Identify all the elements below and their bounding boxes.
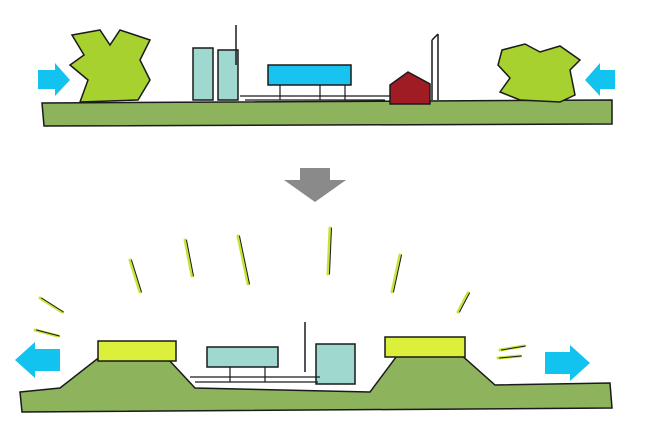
light-ray — [236, 234, 250, 286]
light-rays — [33, 226, 526, 360]
building-teal-low — [206, 346, 279, 368]
pipework — [240, 85, 390, 101]
before-section — [38, 25, 615, 127]
light-ray — [131, 259, 142, 293]
light-ray — [390, 253, 402, 294]
wind-arrow-top-left — [38, 63, 70, 96]
light-ray — [36, 329, 60, 337]
building-teal-right — [217, 49, 239, 101]
light-ray — [459, 292, 470, 313]
light-ray — [499, 355, 522, 359]
berm-box-left — [97, 340, 177, 362]
building-teal-left — [192, 47, 214, 101]
light-ray — [38, 296, 64, 314]
building-blue — [267, 64, 352, 86]
wind-arrow-bottom-right — [545, 345, 590, 381]
light-ray — [41, 297, 64, 313]
ground-strip-top — [41, 99, 613, 127]
light-ray — [183, 238, 194, 278]
tree-right — [497, 43, 582, 103]
chimney — [431, 33, 439, 100]
wind-arrow-top-right — [585, 63, 615, 96]
berm-box-right — [384, 336, 466, 358]
light-ray — [501, 345, 526, 351]
light-ray — [128, 258, 142, 294]
light-ray — [326, 226, 332, 276]
after-section — [15, 226, 613, 413]
barn — [389, 71, 431, 105]
tree-left — [68, 29, 152, 103]
light-ray — [393, 254, 402, 293]
light-ray — [329, 227, 332, 275]
arrow-down-icon — [284, 168, 346, 202]
light-ray — [239, 235, 250, 285]
building-teal-tall — [315, 343, 356, 385]
wind-arrow-bottom-left — [15, 342, 60, 378]
light-ray — [186, 239, 194, 277]
light-ray — [456, 291, 470, 314]
pipework-bottom — [190, 367, 320, 383]
